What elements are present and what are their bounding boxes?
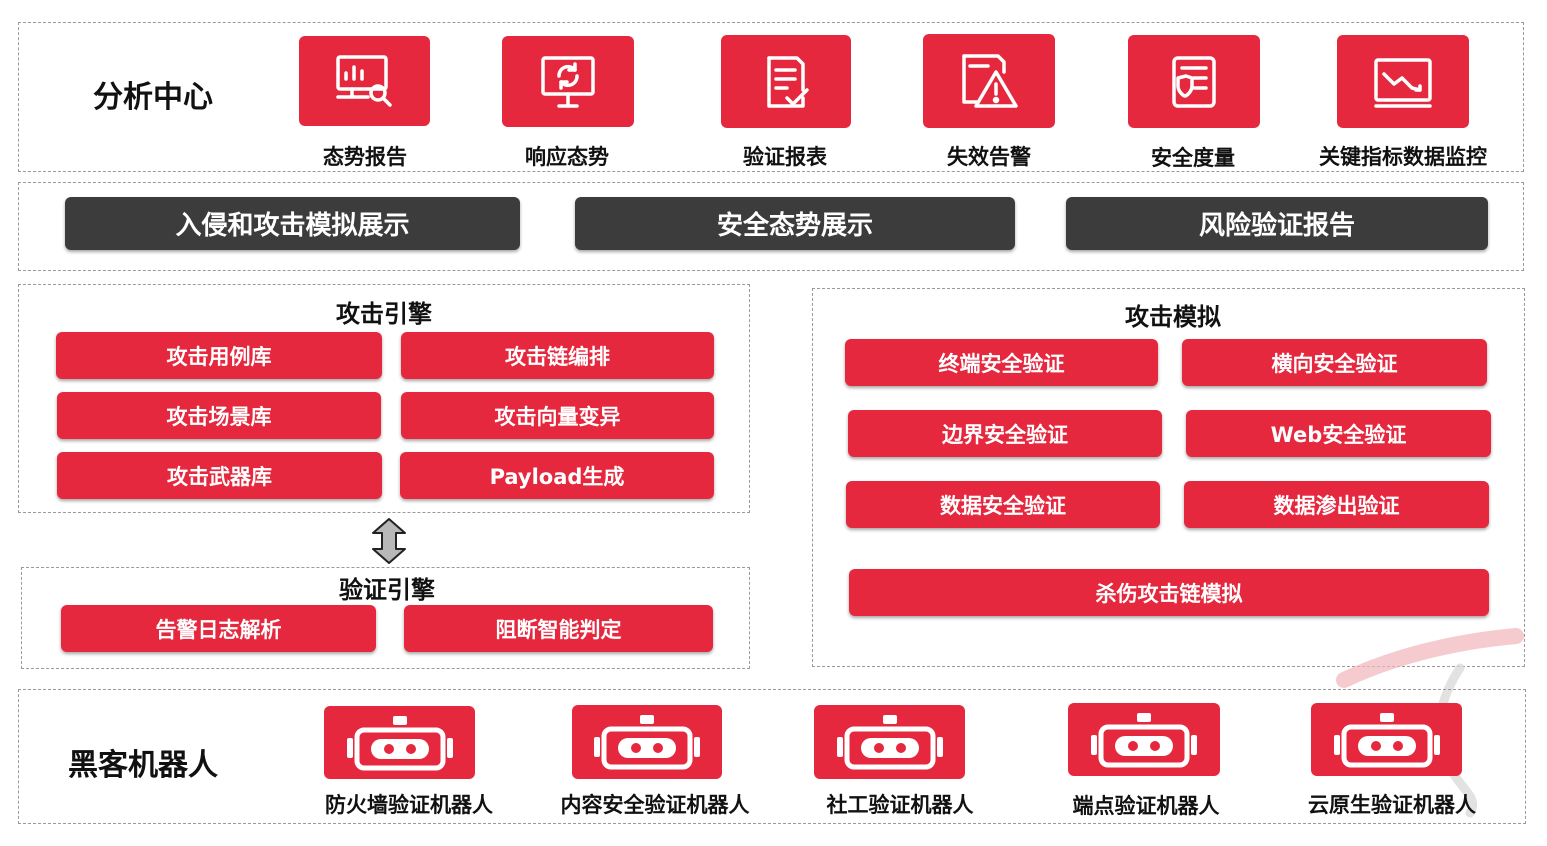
monitor-refresh-icon bbox=[541, 55, 595, 108]
kill-chain-simulation-button[interactable]: 杀伤攻击链模拟 bbox=[849, 569, 1489, 616]
web-security-verification-button[interactable]: Web安全验证 bbox=[1186, 410, 1491, 457]
cloud-native-robot-label: 云原生验证机器人 bbox=[1308, 793, 1476, 817]
monitor-search-icon bbox=[335, 55, 392, 107]
verification-report-tile[interactable] bbox=[721, 35, 851, 128]
robot-icon bbox=[1091, 712, 1197, 767]
failure-alert-label: 失效告警 bbox=[947, 145, 1031, 169]
block-intelligent-judgment-button[interactable]: 阻断智能判定 bbox=[404, 605, 713, 652]
security-metrics-tile[interactable] bbox=[1128, 35, 1260, 128]
display-layer-panel bbox=[18, 182, 1524, 271]
response-situation-label: 响应态势 bbox=[525, 145, 609, 169]
attack-case-library-button[interactable]: 攻击用例库 bbox=[56, 332, 382, 379]
attack-scenario-library-button[interactable]: 攻击场景库 bbox=[57, 392, 381, 439]
attack-engine-title: 攻击引擎 bbox=[336, 300, 432, 328]
attack-chain-orchestration-button[interactable]: 攻击链编排 bbox=[401, 332, 714, 379]
content-security-robot-label: 内容安全验证机器人 bbox=[560, 793, 750, 817]
security-situation-display-button[interactable]: 安全态势展示 bbox=[575, 197, 1015, 250]
lateral-security-verification-button[interactable]: 横向安全验证 bbox=[1182, 339, 1487, 386]
endpoint-robot-label: 端点验证机器人 bbox=[1072, 794, 1220, 818]
risk-verification-report-button[interactable]: 风险验证报告 bbox=[1066, 197, 1488, 250]
analysis-center-title: 分析中心 bbox=[93, 80, 213, 115]
document-check-icon bbox=[767, 55, 809, 108]
security-metrics-label: 安全度量 bbox=[1151, 146, 1235, 170]
robot-icon bbox=[836, 715, 943, 770]
attack-weapon-library-button[interactable]: 攻击武器库 bbox=[57, 452, 382, 499]
verification-report-label: 验证报表 bbox=[743, 145, 827, 169]
attack-engine-panel bbox=[18, 284, 750, 513]
robot-icon bbox=[346, 715, 453, 770]
attack-simulation-title: 攻击模拟 bbox=[1125, 303, 1221, 331]
situation-report-tile[interactable] bbox=[299, 36, 430, 126]
alert-log-parsing-button[interactable]: 告警日志解析 bbox=[61, 605, 376, 652]
kpi-monitor-label: 关键指标数据监控 bbox=[1319, 145, 1487, 169]
robot-icon bbox=[594, 715, 700, 770]
warning-icon bbox=[962, 54, 1018, 108]
firewall-robot-label: 防火墙验证机器人 bbox=[325, 793, 493, 817]
intrusion-attack-display-button[interactable]: 入侵和攻击模拟展示 bbox=[65, 197, 520, 250]
attack-vector-mutation-button[interactable]: 攻击向量变异 bbox=[401, 392, 714, 439]
boundary-security-verification-button[interactable]: 边界安全验证 bbox=[848, 410, 1162, 457]
data-exfiltration-verification-button[interactable]: 数据渗出验证 bbox=[1184, 481, 1489, 528]
hacker-robots-panel bbox=[18, 689, 1526, 824]
firewall-robot-tile[interactable] bbox=[324, 706, 475, 779]
verification-engine-title: 验证引擎 bbox=[339, 576, 435, 604]
endpoint-robot-tile[interactable] bbox=[1068, 703, 1220, 776]
social-engineering-robot-tile[interactable] bbox=[814, 705, 965, 779]
analysis-center-panel bbox=[18, 22, 1524, 172]
response-situation-tile[interactable] bbox=[502, 36, 634, 127]
robot-icon bbox=[1333, 712, 1440, 767]
failure-alert-tile[interactable] bbox=[923, 34, 1055, 128]
document-shield-icon bbox=[1172, 55, 1216, 108]
chart-monitor-icon bbox=[1374, 57, 1432, 108]
verification-engine-panel bbox=[21, 567, 750, 669]
situation-report-label: 态势报告 bbox=[323, 145, 407, 169]
cloud-native-robot-tile[interactable] bbox=[1311, 703, 1462, 776]
kpi-monitor-tile[interactable] bbox=[1337, 35, 1469, 128]
content-security-robot-tile[interactable] bbox=[572, 705, 722, 779]
social-engineering-robot-label: 社工验证机器人 bbox=[826, 793, 974, 817]
hacker-robots-title: 黑客机器人 bbox=[68, 748, 218, 783]
payload-generation-button[interactable]: Payload生成 bbox=[400, 452, 714, 499]
data-security-verification-button[interactable]: 数据安全验证 bbox=[846, 481, 1160, 528]
endpoint-security-verification-button[interactable]: 终端安全验证 bbox=[845, 339, 1158, 386]
double-arrow-icon bbox=[372, 518, 406, 564]
attack-simulation-panel bbox=[812, 288, 1525, 667]
